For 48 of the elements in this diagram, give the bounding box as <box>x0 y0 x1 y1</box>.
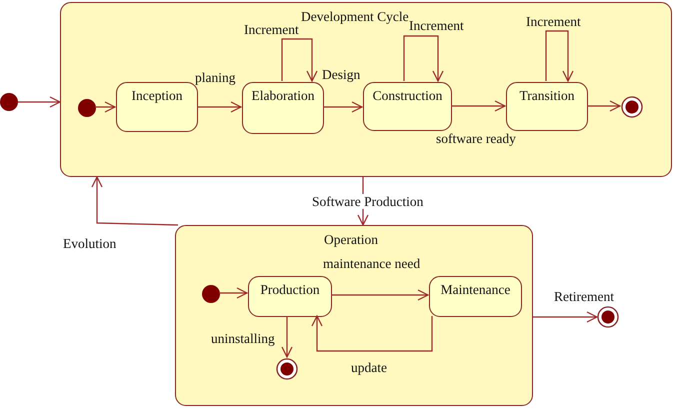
edge-label: update <box>350 360 388 375</box>
state-title: Operation <box>324 232 378 248</box>
transition-arrow <box>587 100 621 112</box>
transition-arrow <box>281 38 318 82</box>
initial-state-dot <box>202 285 220 303</box>
state-name: Production <box>260 282 320 298</box>
edge-label: Software Production <box>311 194 424 209</box>
edge-label: planing <box>194 70 236 85</box>
state-title: Development Cycle <box>301 9 409 25</box>
state-box <box>429 276 522 317</box>
state-name: Construction <box>372 88 442 104</box>
edge-label: Increment <box>243 22 300 37</box>
transition-arrow <box>95 101 116 113</box>
transition-arrow <box>545 30 574 82</box>
state-box <box>363 82 452 131</box>
state-name: Maintenance <box>440 282 510 298</box>
edge-label: software ready <box>435 131 517 146</box>
composite-state <box>175 225 533 406</box>
edge-label: maintenance need <box>322 256 422 271</box>
state-name: Transition <box>519 88 574 104</box>
transition-arrow <box>331 289 429 301</box>
transition-arrow <box>311 315 433 352</box>
initial-state-dot <box>78 99 96 117</box>
edge-label: Increment <box>408 18 465 33</box>
transition-arrow <box>219 287 248 299</box>
edge-label: uninstalling <box>210 331 276 346</box>
final-state-icon <box>276 358 298 380</box>
transition-arrow <box>91 176 178 226</box>
transition-arrow <box>281 316 293 358</box>
state-box <box>506 82 588 131</box>
initial-state-dot <box>0 93 18 111</box>
state-box <box>248 276 332 317</box>
state-box <box>242 82 324 134</box>
transition-arrow <box>197 101 242 113</box>
transition-arrow <box>533 311 598 323</box>
edge-label: Increment <box>525 14 582 29</box>
state-name: Inception <box>132 88 182 104</box>
transition-arrow <box>18 96 61 108</box>
transition-arrow <box>403 35 444 82</box>
transition-arrow <box>451 100 506 112</box>
composite-state <box>60 2 672 177</box>
edge-label: Evolution <box>62 236 118 251</box>
edge-label: Design <box>321 67 362 82</box>
final-state-icon <box>597 306 619 328</box>
transition-arrow <box>323 101 363 113</box>
state-name: Elaboration <box>252 88 314 104</box>
final-state-icon <box>621 96 643 118</box>
edge-label: Retirement <box>553 289 615 304</box>
